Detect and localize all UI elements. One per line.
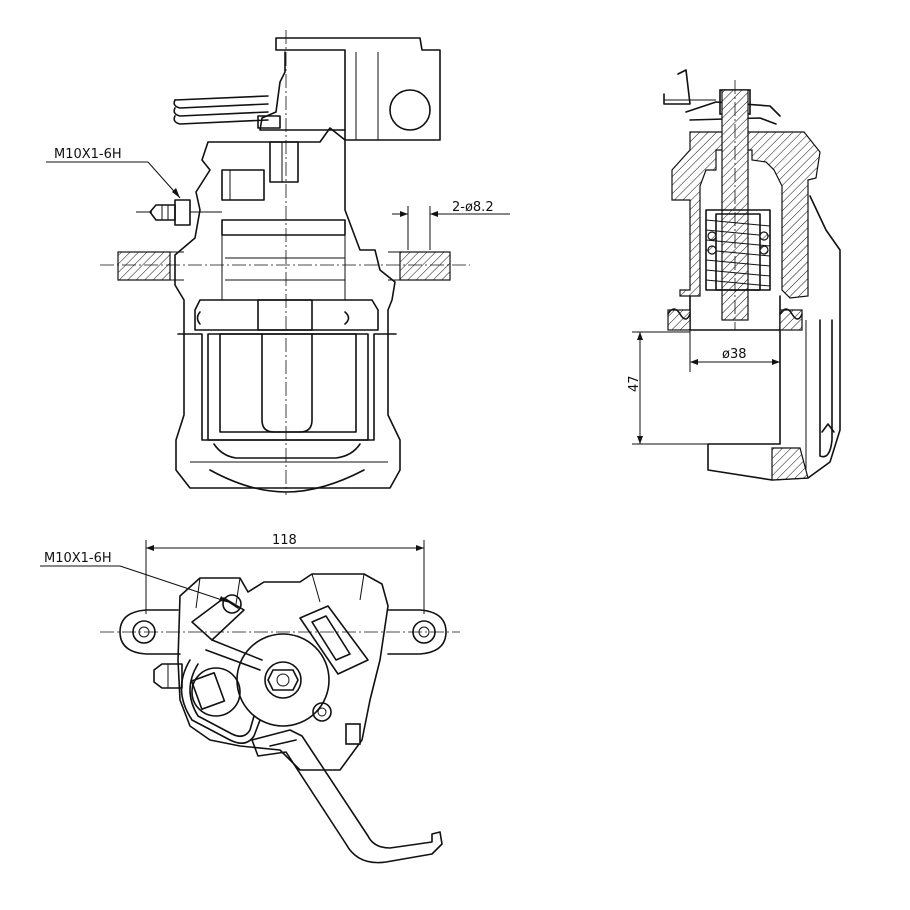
section-spring-stack: [705, 209, 771, 291]
section-piston: [667, 295, 803, 331]
front-brake-line-fitting: [136, 199, 222, 226]
front-view: M10X1-6H 2-ø8.2: [46, 30, 510, 495]
front-mounting-lug-right: [388, 251, 451, 281]
front-hole-dimension: 2-ø8.2: [392, 200, 510, 250]
bottom-thread-label: M10X1-6H: [44, 551, 112, 566]
front-caliper-body: [174, 127, 401, 493]
bottom-thread-callout: M10X1-6H: [40, 551, 229, 603]
bottom-width-label: 118: [272, 533, 297, 548]
front-thread-callout: M10X1-6H: [46, 147, 181, 199]
front-return-spring: [173, 95, 281, 129]
section-diameter-label: ø38: [722, 347, 747, 362]
section-height-dimension: 47: [627, 331, 708, 445]
front-top-cover: [259, 37, 441, 141]
bottom-caliper-body: [153, 573, 389, 771]
bottom-width-dimension: 118: [145, 533, 425, 614]
section-pad-housing: [707, 195, 841, 481]
front-mounting-lug-left: [117, 251, 184, 281]
section-height-label: 47: [627, 375, 642, 392]
bottom-view: 118 M10X1-6H: [40, 533, 460, 864]
section-view: ø38 47: [627, 69, 841, 481]
front-thread-label: M10X1-6H: [54, 147, 122, 162]
front-hole-label: 2-ø8.2: [452, 200, 494, 215]
bottom-lever-arm: [251, 729, 443, 864]
section-diameter-dimension: ø38: [689, 330, 781, 372]
